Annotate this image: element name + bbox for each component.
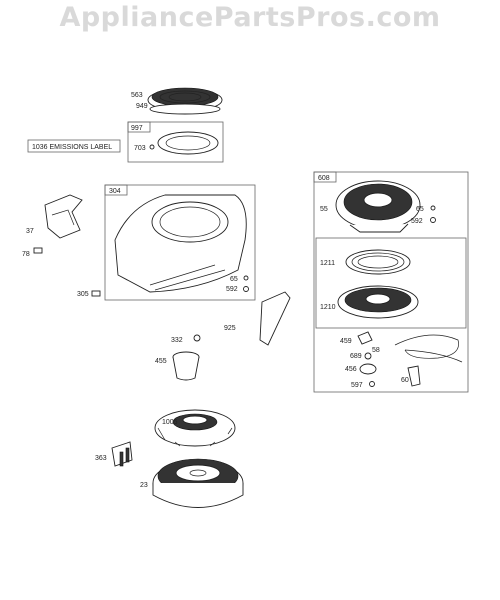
label-78: 78 <box>22 251 30 258</box>
label-597: 597 <box>351 382 363 389</box>
part-clamp-363[interactable] <box>111 441 133 467</box>
label-363: 363 <box>95 455 107 462</box>
part-cup-455[interactable] <box>172 351 200 381</box>
label-332: 332 <box>171 337 183 344</box>
part-screw-597[interactable] <box>369 381 375 387</box>
box-304-tag <box>104 184 128 196</box>
part-gasket-ring[interactable] <box>157 131 219 155</box>
box-997 <box>127 121 224 163</box>
box-997-tag <box>127 121 151 133</box>
box-304 <box>104 184 256 301</box>
part-air-screen[interactable] <box>147 87 223 115</box>
box-304-label: 304 <box>109 188 121 195</box>
box-608-label: 608 <box>318 175 330 182</box>
label-60: 60 <box>401 377 409 384</box>
label-58: 58 <box>372 347 380 354</box>
label-563: 563 <box>131 92 143 99</box>
part-rope-58[interactable] <box>394 334 463 363</box>
part-starter-housing-55[interactable] <box>335 180 421 233</box>
label-689: 689 <box>350 353 362 360</box>
part-bracket-37[interactable] <box>44 194 83 239</box>
label-459: 459 <box>340 338 352 345</box>
part-spring-689[interactable] <box>364 352 372 360</box>
part-screw-305[interactable] <box>91 290 101 297</box>
label-1211: 1211 <box>320 260 335 267</box>
part-nut-332[interactable] <box>193 334 201 342</box>
label-703: 703 <box>134 145 146 152</box>
part-screw-65-starter[interactable] <box>430 205 436 211</box>
label-949: 949 <box>136 103 148 110</box>
part-handle-925[interactable] <box>259 291 291 346</box>
part-blower-housing[interactable] <box>114 194 247 293</box>
label-592-starter: 592 <box>411 218 423 225</box>
label-925: 925 <box>224 325 236 332</box>
part-washer-592-starter[interactable] <box>430 217 436 223</box>
label-37: 37 <box>26 228 34 235</box>
label-455: 455 <box>155 358 167 365</box>
label-23: 23 <box>140 482 148 489</box>
label-1210: 1210 <box>320 304 336 311</box>
part-screw-65-housing[interactable] <box>243 275 249 281</box>
part-pawl-459[interactable] <box>357 331 373 345</box>
label-55: 55 <box>320 206 328 213</box>
label-65-starter: 65 <box>416 206 424 213</box>
label-1005: 1005 <box>162 419 178 426</box>
box-608 <box>313 171 469 393</box>
label-305: 305 <box>77 291 89 298</box>
part-washer-592-housing[interactable] <box>243 286 249 292</box>
part-screw-78[interactable] <box>33 247 43 254</box>
emissions-label-box <box>27 139 121 153</box>
part-fan-1005[interactable] <box>154 409 236 447</box>
part-handle-60[interactable] <box>407 365 421 387</box>
watermark-text: AppliancePartsPros.com <box>59 2 441 33</box>
part-flywheel-23[interactable] <box>152 458 244 508</box>
box-997-label: 997 <box>131 125 143 132</box>
emissions-label-text: 1036 EMISSIONS LABEL <box>32 144 112 151</box>
part-screw-703[interactable] <box>149 144 155 150</box>
box-spring-pulley <box>315 237 467 329</box>
label-456: 456 <box>345 366 357 373</box>
box-608-tag <box>313 171 337 183</box>
part-spring-1211[interactable] <box>345 249 411 275</box>
part-retainer-456[interactable] <box>359 363 377 375</box>
label-592-housing: 592 <box>226 286 238 293</box>
label-65-housing: 65 <box>230 276 238 283</box>
part-pulley-1210[interactable] <box>337 285 419 319</box>
